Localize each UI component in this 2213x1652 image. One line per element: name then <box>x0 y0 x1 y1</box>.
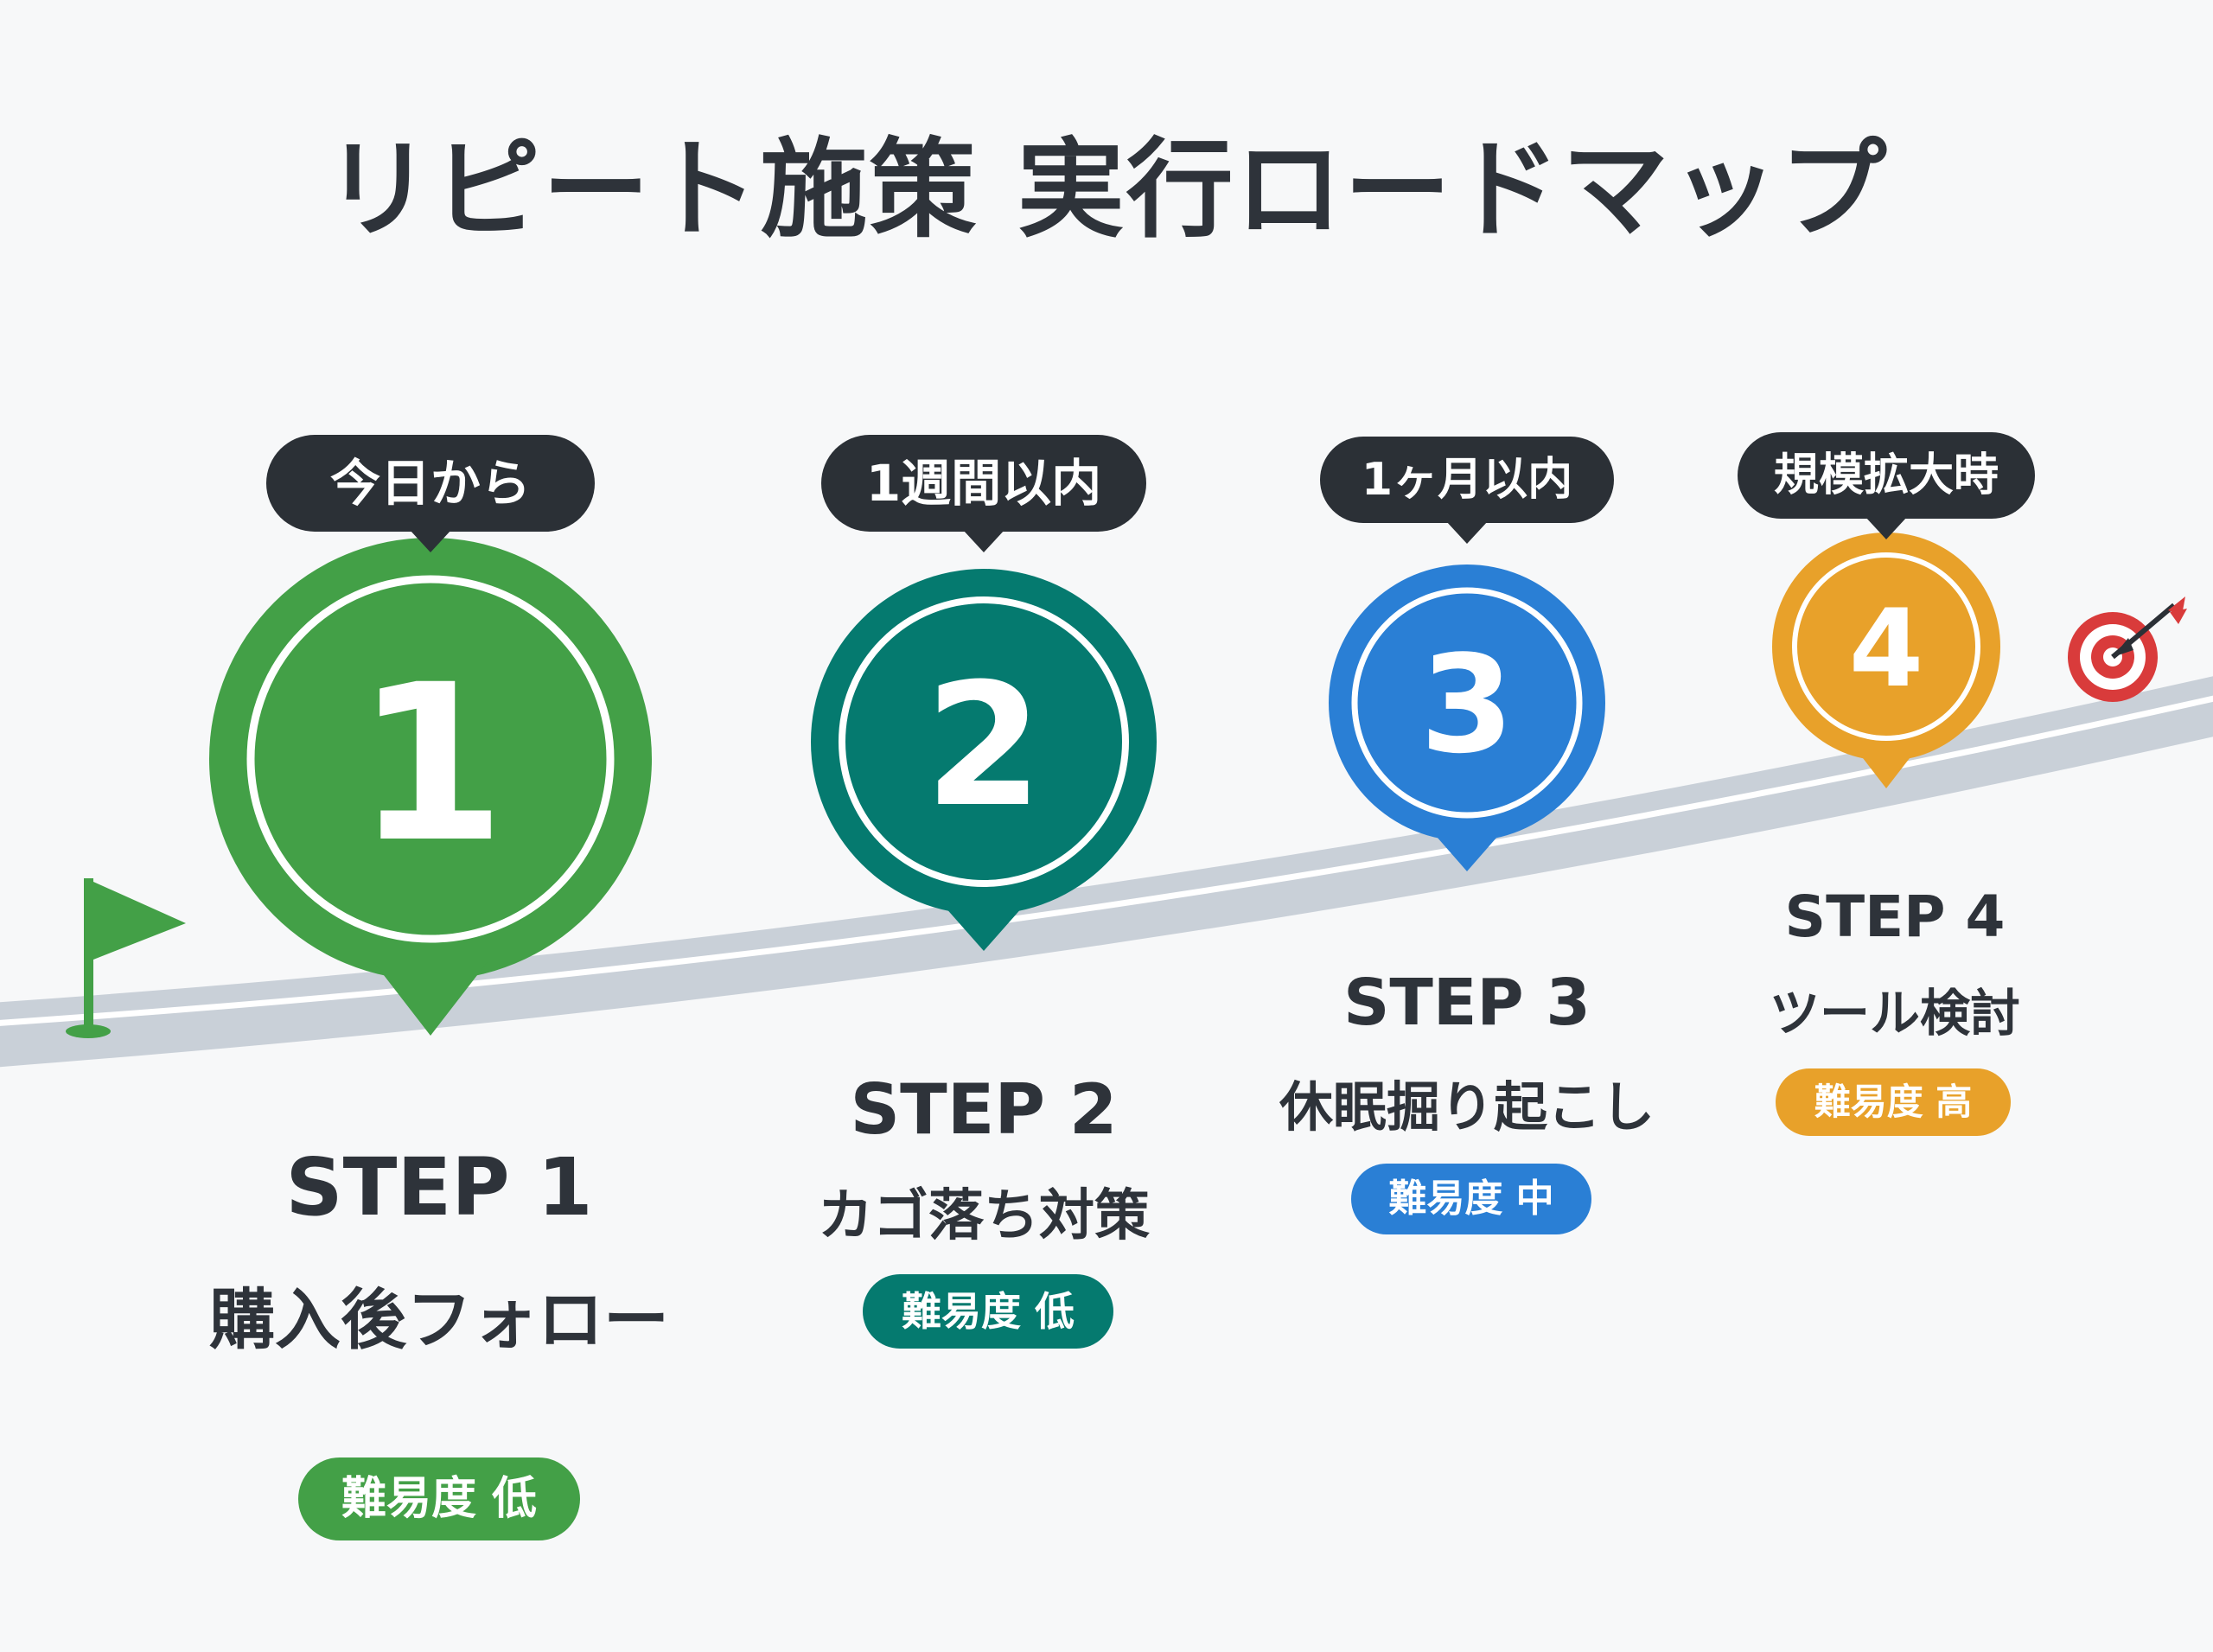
step-2-pin: 2 <box>811 569 1157 951</box>
step-2-number: 2 <box>925 647 1043 845</box>
step-1-label: STEP 1 <box>285 1141 593 1234</box>
step-1-task: 購入後フォロー <box>209 1281 669 1358</box>
step-2-difficulty-badge: 難易度 低 <box>863 1274 1113 1349</box>
flag-icon <box>66 878 186 1038</box>
step-4-pin: 4 <box>1772 533 2000 788</box>
step-1-pin: 1 <box>209 538 652 1036</box>
step-3-timing: 1ヶ月以内 <box>1320 437 1614 523</box>
step-2-timing: 1週間以内 <box>821 435 1146 532</box>
step-1-timing: 今日から <box>266 435 595 532</box>
step-3-task: 休眠掘り起こし <box>1279 1075 1655 1139</box>
target-icon <box>2068 596 2187 702</box>
page-title: リピート施策 実行ロードマップ <box>324 128 1889 252</box>
step-3-pin: 3 <box>1329 564 1605 871</box>
step-4-difficulty-badge: 難易度 高 <box>1776 1068 2011 1136</box>
step-2-label: STEP 2 <box>850 1069 1118 1150</box>
step-2-task: カゴ落ち対策 <box>818 1184 1150 1248</box>
step-4-timing: 規模拡大時 <box>1738 432 2035 519</box>
step-1-number: 1 <box>355 638 506 890</box>
step-4-task: ツール検討 <box>1769 984 2020 1043</box>
step-4-label: STEP 4 <box>1784 883 2006 950</box>
step-1-difficulty-badge: 難易度 低 <box>298 1457 580 1540</box>
step-4-number: 4 <box>1849 587 1923 711</box>
step-3-number: 3 <box>1420 626 1515 783</box>
step-3-difficulty-badge: 難易度 中 <box>1351 1164 1591 1234</box>
step-3-label: STEP 3 <box>1343 966 1591 1040</box>
